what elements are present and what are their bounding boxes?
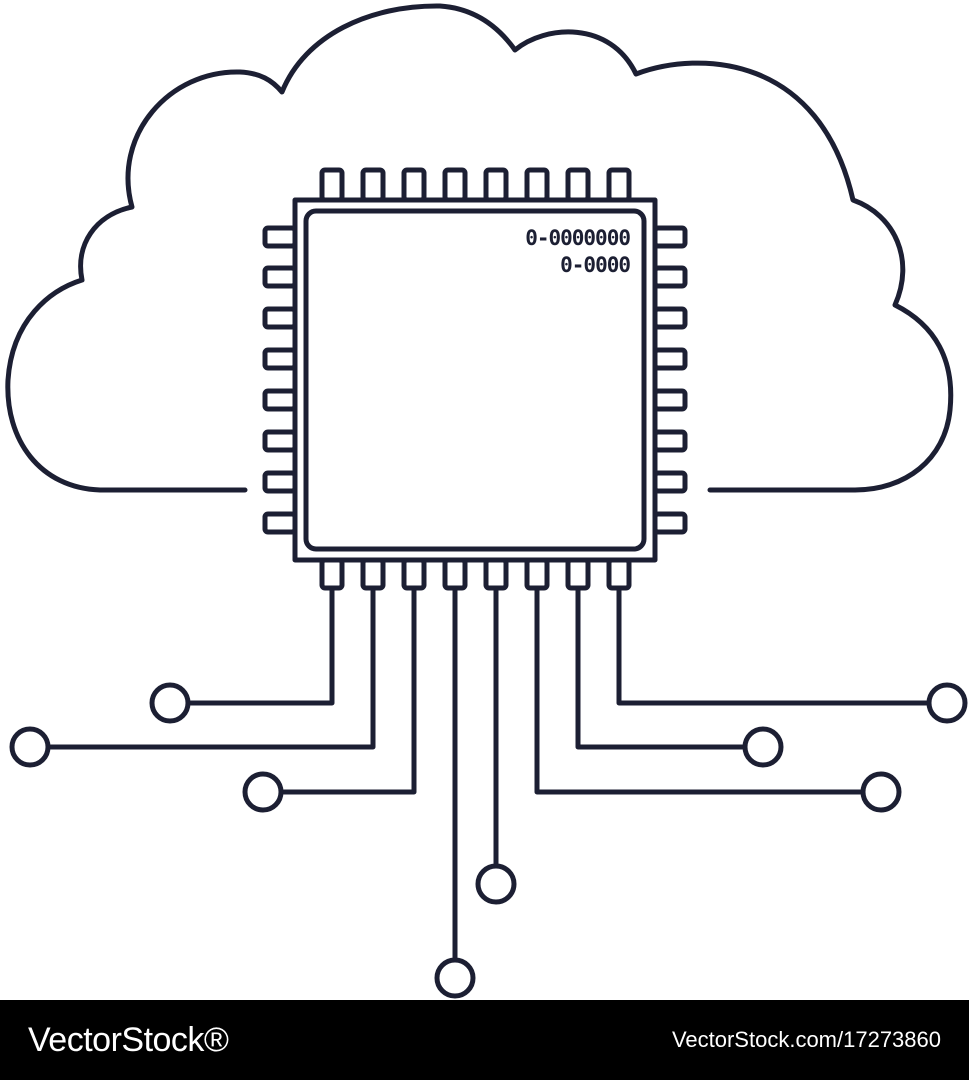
chip-pin (652, 388, 688, 412)
circuit-node (742, 726, 784, 768)
image-url: VectorStock.com/17273860 (671, 1027, 941, 1052)
circuit-node (860, 771, 902, 813)
chip-pin (606, 557, 632, 591)
chip-pin (652, 470, 688, 494)
chip-code-line-1: 0-0000000 (525, 226, 630, 250)
chip-pin (262, 388, 298, 412)
chip-pin (524, 557, 550, 591)
circuit-node (9, 726, 51, 768)
chip-pin (565, 167, 591, 203)
chip-pin (652, 306, 688, 330)
chip-pin (401, 557, 427, 591)
chip-pin (652, 429, 688, 453)
chip-pin (442, 557, 468, 591)
chip-pin (565, 557, 591, 591)
chip-pin (652, 511, 688, 535)
circuit-trace (616, 585, 930, 706)
cloud-chip-illustration: 0-0000000 0-0000 (5, 3, 968, 999)
chip-pin (262, 511, 298, 535)
circuit-node (926, 682, 968, 724)
chip-pin (360, 557, 386, 591)
chip-pins-left (262, 225, 298, 535)
chip-inner-frame (303, 208, 647, 552)
circuit-trace (47, 585, 376, 750)
chip-pin (652, 225, 688, 249)
chip-pin (524, 167, 550, 203)
chip-pin (262, 306, 298, 330)
circuit-traces (9, 585, 968, 999)
chip-pin (606, 167, 632, 203)
cloud-icon (5, 3, 954, 493)
circuit-node (434, 957, 476, 999)
chip-pin (401, 167, 427, 203)
circuit-node (149, 682, 191, 724)
chip-pin (652, 265, 688, 289)
chip-pin (262, 470, 298, 494)
chip-pins-right (652, 225, 688, 535)
circuit-trace (534, 585, 864, 795)
circuit-trace (187, 585, 335, 706)
circuit-node (475, 863, 517, 905)
chip-pins-bottom (319, 557, 632, 591)
chip-pin (262, 429, 298, 453)
chip-pin (262, 225, 298, 249)
footer-bar: VectorStock® VectorStock.com/17273860 (0, 1000, 969, 1080)
circuit-node (242, 771, 284, 813)
chip-pin (442, 167, 468, 203)
chip-pin (360, 167, 386, 203)
chip-pin (319, 557, 345, 591)
chip-pin (483, 557, 509, 591)
chip-pin (483, 167, 509, 203)
chip-code-line-2: 0-0000 (560, 253, 630, 277)
microchip-icon: 0-0000000 0-0000 (262, 167, 688, 591)
chip-pin (652, 347, 688, 371)
brand-logo: VectorStock® (28, 1020, 229, 1059)
chip-pin (319, 167, 345, 203)
circuit-trace (280, 585, 417, 795)
chip-pin (262, 265, 298, 289)
circuit-trace (575, 585, 746, 750)
chip-outer-frame (292, 197, 658, 563)
chip-pin (262, 347, 298, 371)
chip-pins-top (319, 167, 632, 203)
